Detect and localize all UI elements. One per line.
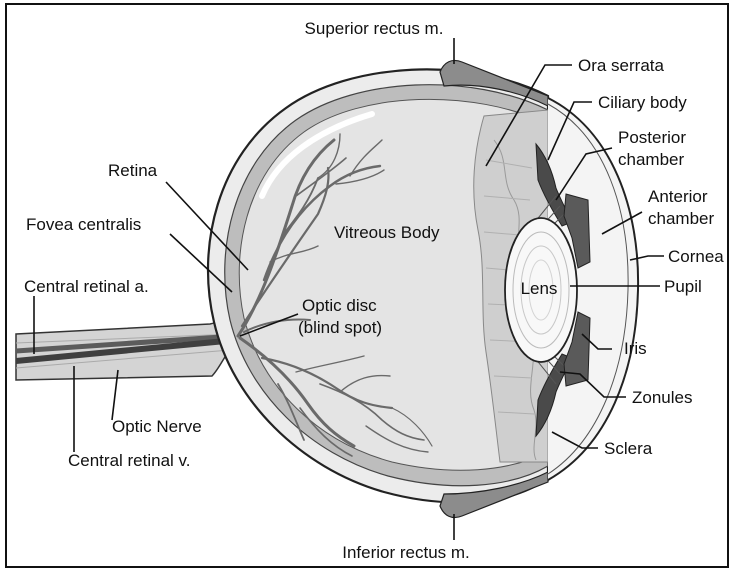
label-central-retinal-vein: Central retinal v. bbox=[68, 451, 191, 470]
eyeball bbox=[208, 69, 548, 502]
label-pupil: Pupil bbox=[664, 277, 702, 296]
label-cornea: Cornea bbox=[668, 247, 724, 266]
label-optic-nerve: Optic Nerve bbox=[112, 417, 202, 436]
label-superior-rectus: Superior rectus m. bbox=[305, 19, 444, 38]
label-central-retinal-artery: Central retinal a. bbox=[24, 277, 149, 296]
label-posterior-chamber-2: chamber bbox=[618, 150, 684, 169]
label-anterior-chamber-2: chamber bbox=[648, 209, 714, 228]
label-ora-serrata: Ora serrata bbox=[578, 56, 665, 75]
label-retina: Retina bbox=[108, 161, 158, 180]
label-fovea-centralis: Fovea centralis bbox=[26, 215, 141, 234]
label-optic-disc-2: (blind spot) bbox=[298, 318, 382, 337]
label-sclera: Sclera bbox=[604, 439, 653, 458]
label-optic-disc-1: Optic disc bbox=[302, 296, 377, 315]
label-zonules: Zonules bbox=[632, 388, 692, 407]
label-lens: Lens bbox=[521, 279, 558, 298]
label-ciliary-body: Ciliary body bbox=[598, 93, 687, 112]
label-anterior-chamber-1: Anterior bbox=[648, 187, 708, 206]
label-iris: Iris bbox=[624, 339, 647, 358]
label-vitreous-body: Vitreous Body bbox=[334, 223, 440, 242]
label-posterior-chamber-1: Posterior bbox=[618, 128, 686, 147]
label-inferior-rectus: Inferior rectus m. bbox=[342, 543, 470, 562]
